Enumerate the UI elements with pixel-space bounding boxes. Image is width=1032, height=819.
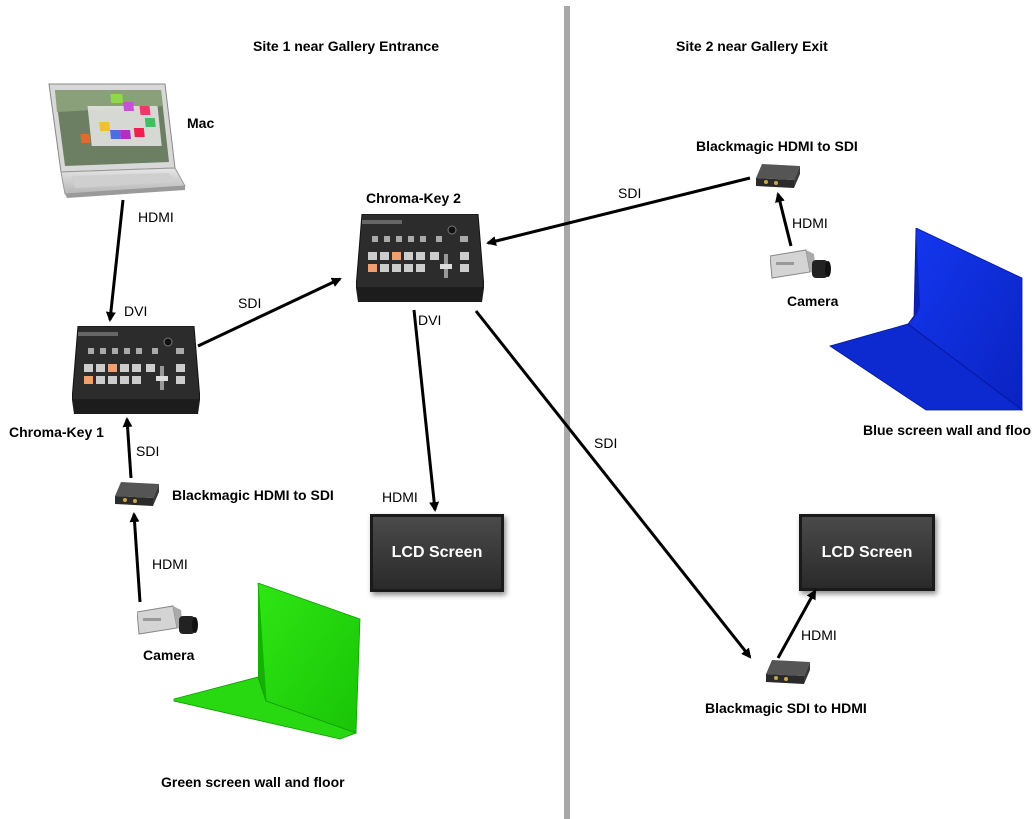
blue-screen-label: Blue screen wall and floor [863, 422, 1032, 438]
chroma-key-2-switcher-icon [356, 214, 484, 302]
site-divider [564, 6, 570, 819]
blackmagic-site1-label: Blackmagic HDMI to SDI [172, 487, 334, 503]
arrow-cam2-to-bm2 [775, 192, 793, 247]
chroma-key-2-label: Chroma-Key 2 [366, 190, 461, 206]
site1-title: Site 1 near Gallery Entrance [253, 38, 439, 54]
camera-site1-icon [137, 605, 198, 635]
conn-site2-sdi-in: SDI [618, 185, 642, 201]
arrow-bm1-to-ck1 [122, 417, 133, 479]
chroma-key-1-switcher-icon [72, 326, 200, 414]
conn-ck1-sdi-in: SDI [136, 443, 160, 459]
mac-laptop-icon [48, 83, 186, 198]
conn-lcd2-hdmi: HDMI [801, 627, 837, 643]
camera-site2-label: Camera [787, 293, 839, 309]
lcd-screen-site1: LCD Screen [370, 514, 504, 592]
camera-site1-label: Camera [143, 647, 195, 663]
blackmagic-site2-out-label: Blackmagic SDI to HDMI [705, 700, 867, 716]
arrow-ck2-to-lcd1 [412, 309, 440, 512]
mac-label: Mac [187, 115, 215, 131]
conn-mac-hdmi: HDMI [138, 209, 174, 225]
camera-site2-icon [770, 249, 831, 279]
green-screen-icon [173, 583, 361, 740]
arrow-bm3-to-lcd2 [776, 589, 817, 659]
conn-ck1-dvi: DVI [124, 303, 148, 319]
arrow-ck1-to-ck2 [197, 277, 342, 348]
conn-ck2-dvi: DVI [418, 312, 442, 328]
conn-ck1-sdi-out: SDI [238, 295, 262, 311]
conn-cam1-hdmi: HDMI [152, 556, 188, 572]
chroma-key-1-label: Chroma-Key 1 [9, 424, 104, 440]
blackmagic-sdi-to-hdmi-icon [766, 660, 810, 684]
green-screen-label: Green screen wall and floor [161, 774, 345, 790]
arrow-ck2-to-bm3 [474, 310, 752, 659]
blue-screen-icon [829, 228, 1024, 411]
arrow-cam1-to-bm1 [129, 512, 142, 603]
blackmagic-hdmi-to-sdi-site1-icon [115, 482, 159, 506]
lcd-screen-site1-label: LCD Screen [391, 544, 483, 561]
lcd-screen-site2-label: LCD Screen [821, 543, 913, 561]
arrow-bm2-to-ck2 [486, 176, 751, 246]
lcd-screen-site2: LCD Screen [799, 514, 935, 591]
site2-title: Site 2 near Gallery Exit [676, 38, 828, 54]
blackmagic-site2-in-label: Blackmagic HDMI to SDI [696, 138, 858, 154]
conn-lcd1-hdmi: HDMI [382, 489, 418, 505]
arrow-mac-to-ck1 [105, 199, 125, 322]
conn-site2-sdi-out: SDI [594, 435, 618, 451]
blackmagic-hdmi-to-sdi-site2-icon [756, 164, 800, 188]
conn-cam2-hdmi: HDMI [792, 215, 828, 231]
